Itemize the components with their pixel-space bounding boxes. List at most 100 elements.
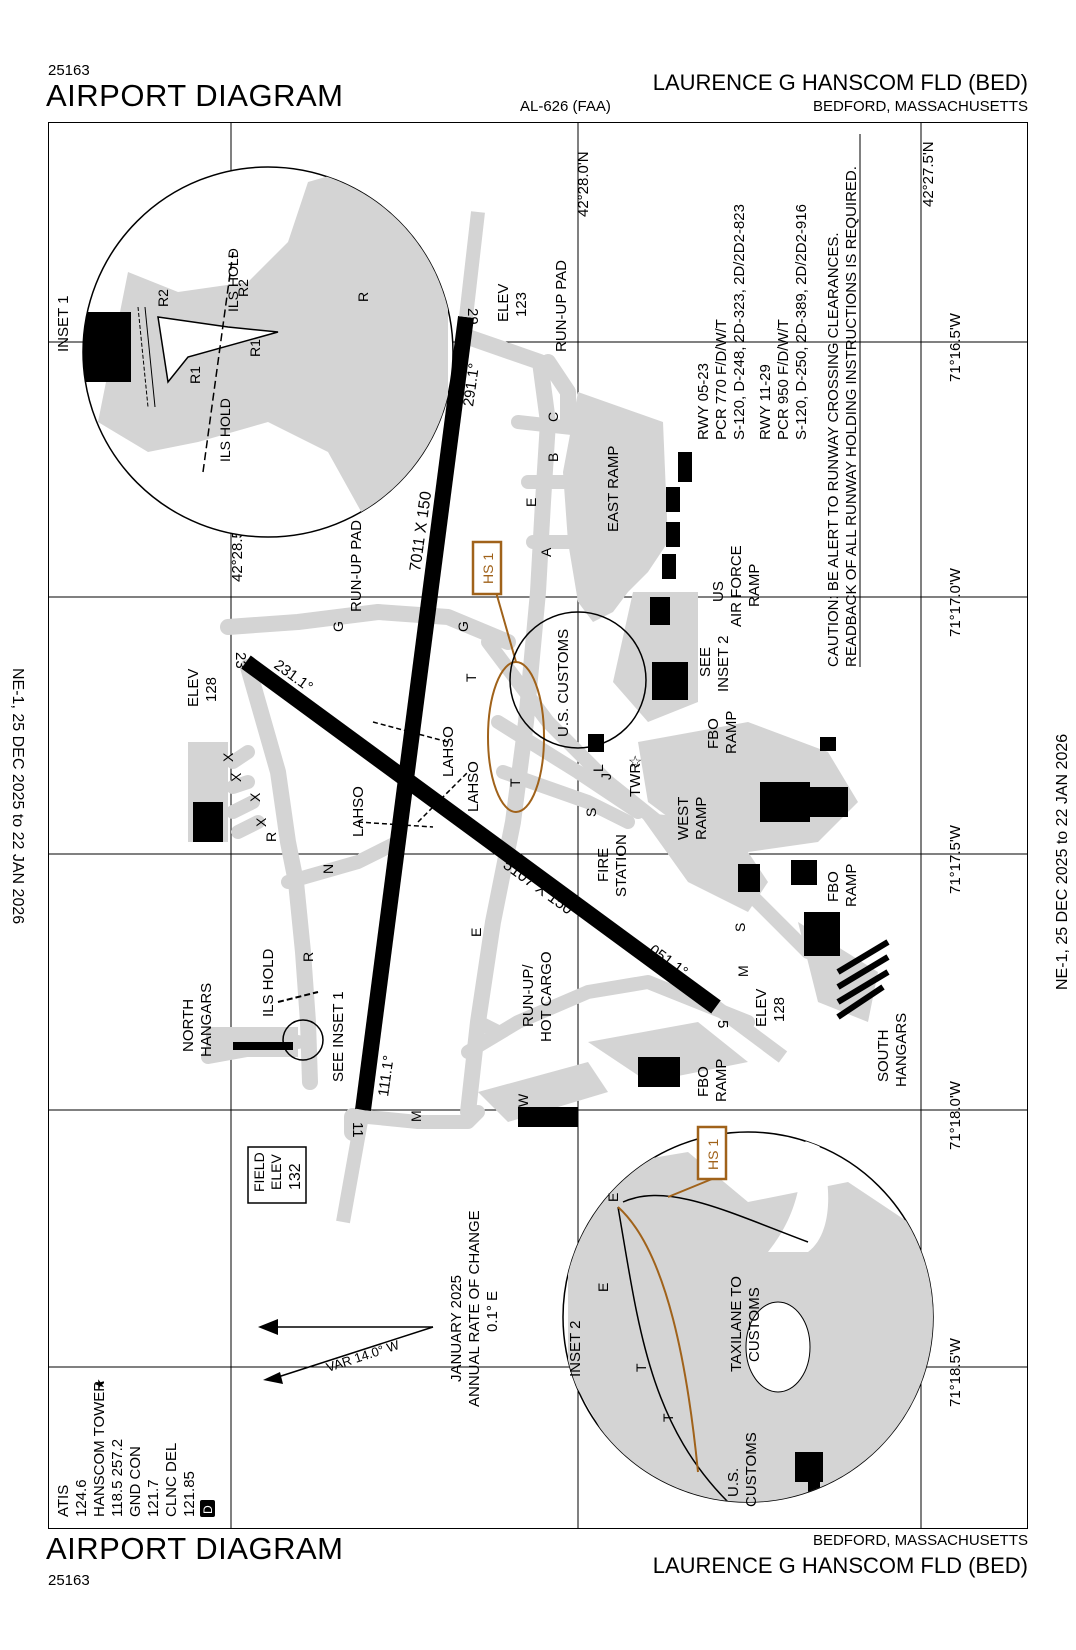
inset-1: INSET 1 ILS HOLD ILS HOLD R R1 R1 R2 R2 — [55, 166, 454, 538]
inset-2-taxiway-e-2: E — [595, 1283, 611, 1292]
building — [760, 782, 810, 822]
inset-1-taxiway-r: R — [355, 292, 371, 302]
atis-frequency: 124.6 — [73, 1479, 90, 1517]
north-hangars-l2: HANGARS — [198, 983, 215, 1057]
lat-label-1: 42°28.0'N — [575, 151, 592, 217]
usaf-ramp-l3: RAMP — [746, 564, 763, 607]
inset-2-taxiway-e-1: E — [605, 1193, 621, 1202]
usaf-ramp-l1: US — [710, 581, 727, 602]
gnd-label: GND CON — [127, 1446, 144, 1517]
heading-111: 111.1° — [375, 1054, 398, 1097]
building — [804, 912, 840, 956]
fbo-ramp-s-l2: RAMP — [843, 864, 860, 907]
taxiway-r-2: R — [300, 952, 316, 962]
lon-label-2: 71°17.0'W — [947, 567, 964, 637]
caution-line-1: CAUTION: BE ALERT TO RUNWAY CROSSING CLE… — [825, 232, 842, 667]
lat-label-2: 42°27.5'N — [920, 141, 937, 207]
runway-end-23: 23 — [232, 652, 249, 669]
inset-2-hot-spot-label: HS 1 — [705, 1139, 721, 1170]
runway-29-overrun — [459, 211, 485, 318]
taxiway-n: N — [320, 864, 336, 874]
fbo-ramp-w-l2: RAMP — [713, 1059, 730, 1102]
magnetic-north-arrow-icon — [263, 1372, 283, 1384]
lon-label-4: 71°18.0'W — [947, 1080, 964, 1150]
fbo-ramp-n-l2: RAMP — [723, 711, 740, 754]
runup-pad-north: RUN-UP PAD — [348, 520, 365, 612]
fbo-ramp-n-l1: FBO — [705, 718, 722, 749]
elev-5-label: ELEV — [753, 989, 770, 1027]
inset-1-taxiway-r2-a: R2 — [155, 289, 171, 307]
south-hangars — [836, 939, 890, 1020]
taxiway-x-3: X — [247, 792, 263, 802]
building — [652, 662, 688, 700]
inset-2-label: INSET 2 — [567, 1321, 584, 1377]
customs-label: U.S. CUSTOMS — [555, 629, 572, 737]
taxiway-c: C — [545, 412, 561, 422]
magnetic-variation: VAR 14.0° W — [324, 1337, 401, 1375]
annual-change-l1: ANNUAL RATE OF CHANGE — [466, 1210, 483, 1407]
see-inset-1: SEE INSET 1 — [330, 991, 347, 1082]
fbo-ramp-w-l1: FBO — [695, 1066, 712, 1097]
building — [666, 522, 680, 547]
inset-2-taxiway-t-1: T — [633, 1363, 649, 1372]
tower-label: TWR — [627, 763, 644, 797]
annual-change-l2: 0.1° E — [484, 1291, 501, 1332]
pcr-rwy-0523: RWY 05-23 — [695, 363, 712, 440]
taxiway-s-1: S — [583, 808, 599, 817]
airport-location-footer: BEDFORD, MASSACHUSETTS — [812, 1532, 1028, 1549]
west-ramp-south — [478, 1062, 608, 1122]
elev-23-value: 128 — [203, 677, 220, 702]
runup-hot-cargo-l1: RUN-UP/ — [520, 964, 537, 1027]
inset-2-taxilane-l1: TAXILANE TO — [728, 1276, 745, 1372]
east-ramp-label: EAST RAMP — [605, 446, 622, 532]
chart-number-footer: 25163 — [48, 1572, 90, 1589]
building — [666, 487, 680, 512]
gnd-frequency: 121.7 — [145, 1479, 162, 1517]
taxiway-j: J — [598, 773, 614, 780]
effective-dates-right: NE-1, 25 DEC 2025 to 22 JAN 2026 — [1054, 733, 1071, 990]
building — [588, 734, 604, 752]
inset-2-hot-spot-box — [696, 1125, 728, 1181]
tower-name: HANSCOM TOWER — [91, 1381, 108, 1517]
building — [518, 1107, 578, 1127]
fire-station-l1: FIRE — [595, 848, 612, 882]
tower-icon: ☆ — [628, 754, 642, 771]
lon-label-3: 71°17.5'W — [947, 824, 964, 894]
lahso-label-3: LAHSO — [350, 786, 367, 837]
runup-pad-east: RUN-UP PAD — [553, 260, 570, 352]
pcr-0523-gear: S-120, D-248, 2D-323, 2D/2D2-823 — [731, 204, 748, 440]
hot-spot-1-box — [471, 540, 503, 596]
taxiway-a: A — [538, 547, 554, 557]
west-ramp-l1: WEST — [675, 797, 692, 840]
west-ramp-l2: RAMP — [693, 797, 710, 840]
pcr-1129-gear: S-120, D-250, 2D-389, 2D/2D2-916 — [793, 204, 810, 440]
south-hangars-l2: HANGARS — [893, 1013, 910, 1087]
elev-5-value: 128 — [771, 997, 788, 1022]
airport-name: LAURENCE G HANSCOM FLD (BED) — [652, 70, 1028, 95]
north-hangars — [233, 1042, 293, 1050]
inset-2: HS 1 INSET 2 TAXILANE TO CUSTOMS U.S. CU… — [562, 1125, 934, 1507]
building — [638, 1057, 680, 1087]
airport-diagram: 42°28.0'N 42°27.5'N 42°28.5'N 71°16.5'W … — [48, 122, 1028, 1529]
taxiway-e-1: E — [523, 498, 539, 507]
hot-spot-1-leader — [495, 591, 517, 663]
runway-11-29 — [355, 315, 474, 1112]
magnetic-north-line — [277, 1326, 434, 1378]
elev-29-value: 123 — [513, 292, 530, 317]
atis-d-letter: D — [201, 1505, 215, 1514]
lon-label-1: 71°16.5'W — [947, 312, 964, 382]
tower-frequencies: 118.5 257.2 — [109, 1439, 126, 1517]
inset-1-label: INSET 1 — [55, 296, 72, 352]
lon-label-5: 71°18.5'W — [947, 1337, 964, 1407]
taxiway-g-1: G — [455, 621, 471, 632]
ils-hold-line — [277, 991, 319, 1003]
heading-291: 291.1° — [460, 362, 483, 407]
inset-2-hot-spot-leader — [667, 1178, 713, 1198]
lahso-lines — [357, 721, 469, 828]
north-hangars-l1: NORTH — [180, 999, 197, 1052]
elev-23-label: ELEV — [185, 669, 202, 707]
fbo-ramp-s-l1: FBO — [825, 871, 842, 902]
pcr-1129-rating: PCR 950 F/D/W/T — [775, 319, 792, 440]
south-fbo-area — [588, 1022, 748, 1082]
inset-2-customs-l1: U.S. — [725, 1468, 742, 1497]
